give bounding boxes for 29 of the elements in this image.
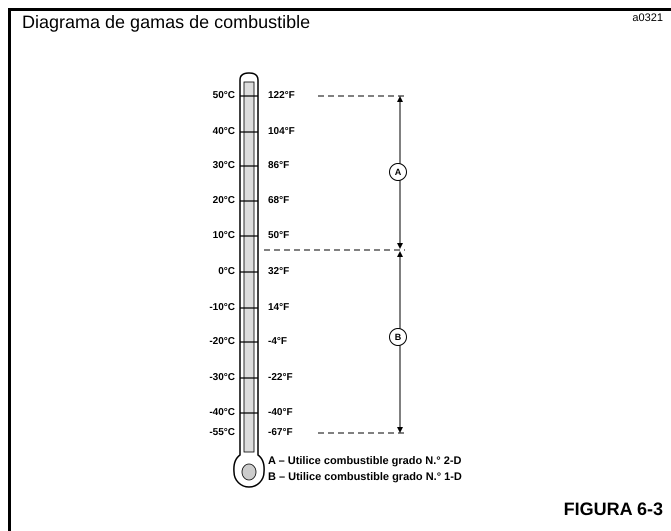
celsius-scale-label: -40°C — [209, 407, 235, 419]
fahrenheit-scale-label: 14°F — [268, 302, 290, 314]
celsius-scale-label: 20°C — [212, 195, 235, 207]
celsius-scale-label: 50°C — [212, 90, 235, 102]
figure-number: FIGURA 6-3 — [564, 499, 663, 520]
fahrenheit-scale-label: 32°F — [268, 266, 290, 278]
celsius-scale-label: 40°C — [212, 126, 235, 138]
celsius-scale-label: -55°C — [209, 427, 235, 439]
key-note: B – Utilice combustible grado N.° 1-D — [268, 471, 462, 483]
range-callout: A — [389, 163, 407, 181]
range-callout: B — [389, 328, 407, 346]
fahrenheit-scale-label: 50°F — [268, 230, 290, 242]
celsius-scale-label: -30°C — [209, 372, 235, 384]
fahrenheit-scale-label: -67°F — [268, 427, 293, 439]
diagram-title: Diagrama de gamas de combustible — [22, 12, 310, 33]
fahrenheit-scale-label: 122°F — [268, 90, 295, 102]
fahrenheit-scale-label: 68°F — [268, 195, 290, 207]
fahrenheit-scale-label: -4°F — [268, 336, 287, 348]
celsius-scale-label: 0°C — [218, 266, 235, 278]
fahrenheit-scale-label: -40°F — [268, 407, 293, 419]
fahrenheit-scale-label: 86°F — [268, 160, 290, 172]
key-note: A – Utilice combustible grado N.° 2-D — [268, 455, 462, 467]
celsius-scale-label: 10°C — [212, 230, 235, 242]
reference-code: a0321 — [632, 12, 663, 24]
fahrenheit-scale-label: 104°F — [268, 126, 295, 138]
fahrenheit-scale-label: -22°F — [268, 372, 293, 384]
celsius-scale-label: -20°C — [209, 336, 235, 348]
celsius-scale-label: 30°C — [212, 160, 235, 172]
celsius-scale-label: -10°C — [209, 302, 235, 314]
